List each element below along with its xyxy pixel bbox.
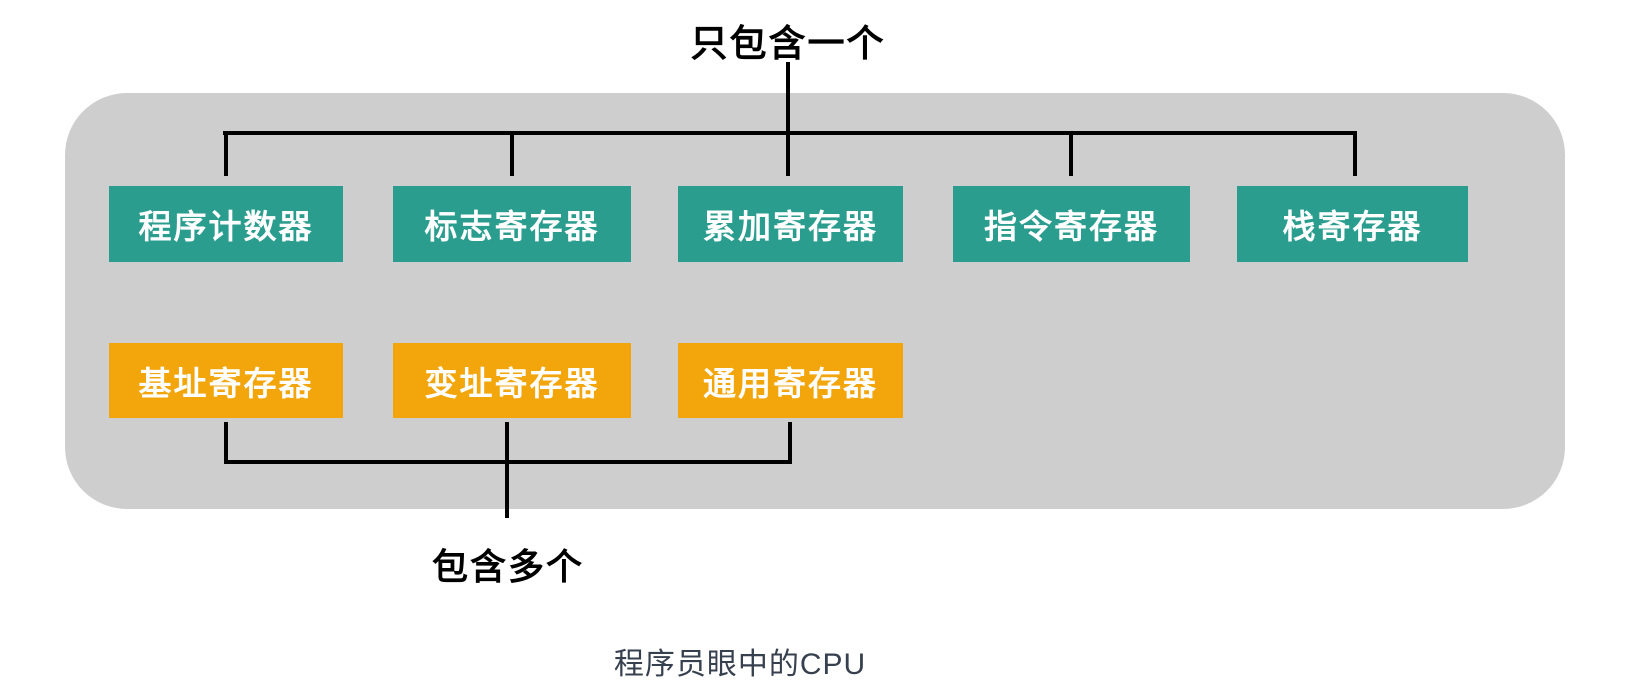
connector-top-label-to-accumulator — [786, 62, 790, 176]
figure-caption: 程序员眼中的CPU — [613, 648, 867, 681]
connector-stub-instruction-register — [1069, 131, 1073, 176]
connector-top-horizontal — [223, 131, 1357, 135]
register-box-general-register: 通用寄存器 — [678, 343, 903, 418]
register-box-stack-register: 栈寄存器 — [1237, 186, 1468, 262]
register-box-instruction-register: 指令寄存器 — [953, 186, 1190, 262]
connector-stub-flag-register — [510, 131, 514, 176]
register-box-accumulator: 累加寄存器 — [678, 186, 903, 262]
connector-stub-base-register — [224, 422, 228, 464]
cpu-body-container — [65, 93, 1565, 509]
register-box-flag-register: 标志寄存器 — [393, 186, 631, 262]
top-annotation-label: 只包含一个 — [690, 23, 886, 64]
register-box-program-counter: 程序计数器 — [109, 186, 343, 262]
register-box-index-register: 变址寄存器 — [393, 343, 631, 418]
register-box-base-register: 基址寄存器 — [109, 343, 343, 418]
bottom-annotation-label: 包含多个 — [431, 546, 584, 587]
connector-stub-general-register — [788, 422, 792, 464]
connector-index-register-to-bottom-label — [505, 422, 509, 518]
connector-stub-stack-register — [1353, 131, 1357, 176]
connector-stub-program-counter — [224, 131, 228, 176]
